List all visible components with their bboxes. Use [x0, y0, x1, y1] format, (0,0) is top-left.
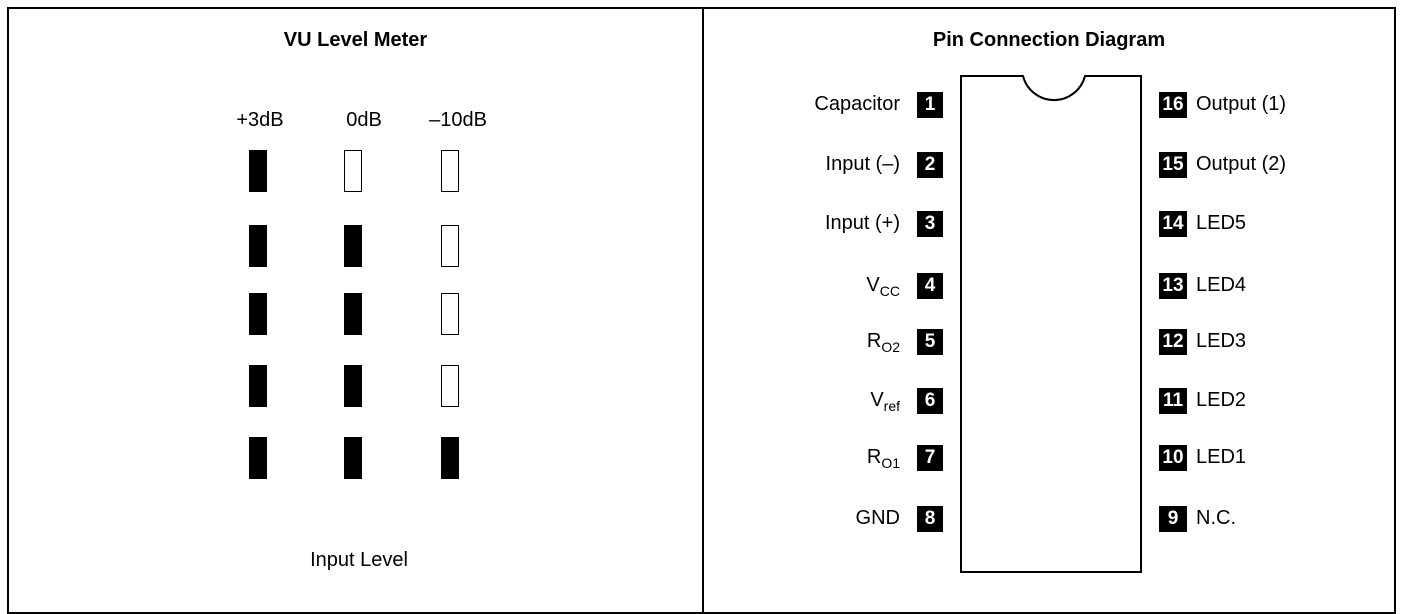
- pin-7-label: RO1: [700, 446, 900, 471]
- led-segment-col2-row2: [344, 225, 362, 267]
- pin-6-label-text: V: [870, 389, 884, 411]
- pin-3-label-text: Input (+): [824, 212, 900, 234]
- pin-6-label: Vref: [700, 389, 900, 414]
- pin-12-number: 12: [1159, 329, 1187, 355]
- pin-5-label-text: R: [866, 330, 882, 352]
- led-segment-col3-row3: [441, 293, 459, 335]
- pin-6-number: 6: [917, 388, 943, 414]
- pin-8-label-text: GND: [855, 507, 900, 529]
- pin-15-label: Output (2): [1196, 153, 1287, 175]
- pin-4-label-text: V: [866, 274, 880, 296]
- pin-2-number: 2: [917, 152, 943, 178]
- led-segment-col2-row1: [344, 150, 362, 192]
- pin-10-label: LED1: [1196, 446, 1247, 468]
- pin-1-number: 1: [917, 92, 943, 118]
- pin-3-number: 3: [917, 211, 943, 237]
- pin-6-label-subscript: ref: [883, 398, 900, 414]
- pin-diagram-title: Pin Connection Diagram: [932, 29, 1166, 51]
- pin-16-number: 16: [1159, 92, 1187, 118]
- vu-meter-title: VU Level Meter: [283, 29, 428, 51]
- pin-15-number: 15: [1159, 152, 1187, 178]
- pin-12-label: LED3: [1196, 330, 1247, 352]
- pin-7-label-text: R: [866, 446, 882, 468]
- led-segment-col1-row2: [249, 225, 267, 267]
- column-label-plus3db: +3dB: [236, 109, 284, 131]
- pin-11-number: 11: [1159, 388, 1187, 414]
- led-segment-col2-row5: [344, 437, 362, 479]
- pin-5-number: 5: [917, 329, 943, 355]
- led-segment-col3-row2: [441, 225, 459, 267]
- pin-16-label: Output (1): [1196, 93, 1287, 115]
- pin-1-label: Capacitor: [700, 93, 900, 116]
- pin-2-label: Input (–): [700, 153, 900, 176]
- pin-4-label-subscript: CC: [879, 283, 900, 299]
- pin-11-label: LED2: [1196, 389, 1247, 411]
- led-segment-col2-row3: [344, 293, 362, 335]
- pin-4-label: VCC: [700, 274, 900, 299]
- ic-chip-outline: [960, 75, 1142, 573]
- pin-13-number: 13: [1159, 273, 1187, 299]
- pin-3-label: Input (+): [700, 212, 900, 235]
- pin-8-number: 8: [917, 506, 943, 532]
- led-segment-col1-row3: [249, 293, 267, 335]
- pin-13-label: LED4: [1196, 274, 1247, 296]
- pin-5-label: RO2: [700, 330, 900, 355]
- pin-9-number: 9: [1159, 506, 1187, 532]
- led-segment-col3-row5: [441, 437, 459, 479]
- led-segment-col1-row1: [249, 150, 267, 192]
- pin-2-label-text: Input (–): [825, 153, 900, 175]
- led-segment-col3-row1: [441, 150, 459, 192]
- pin-7-label-subscript: O1: [881, 455, 900, 471]
- led-segment-col3-row4: [441, 365, 459, 407]
- pin-1-label-text: Capacitor: [814, 93, 900, 115]
- pin-7-number: 7: [917, 445, 943, 471]
- pin-8-label: GND: [700, 507, 900, 530]
- column-label-0db: 0dB: [346, 109, 382, 131]
- pin-4-number: 4: [917, 273, 943, 299]
- led-segment-col1-row5: [249, 437, 267, 479]
- pin-14-number: 14: [1159, 211, 1187, 237]
- pin-10-number: 10: [1159, 445, 1187, 471]
- pin-9-label: N.C.: [1196, 507, 1236, 529]
- pin-14-label: LED5: [1196, 212, 1247, 234]
- column-label-minus10db: –10dB: [429, 109, 487, 131]
- input-level-label: Input Level: [310, 549, 408, 571]
- pin-5-label-subscript: O2: [881, 339, 900, 355]
- led-segment-col1-row4: [249, 365, 267, 407]
- vu-meter-panel: VU Level Meter +3dB 0dB –10dB Input Leve…: [7, 7, 704, 614]
- led-segment-col2-row4: [344, 365, 362, 407]
